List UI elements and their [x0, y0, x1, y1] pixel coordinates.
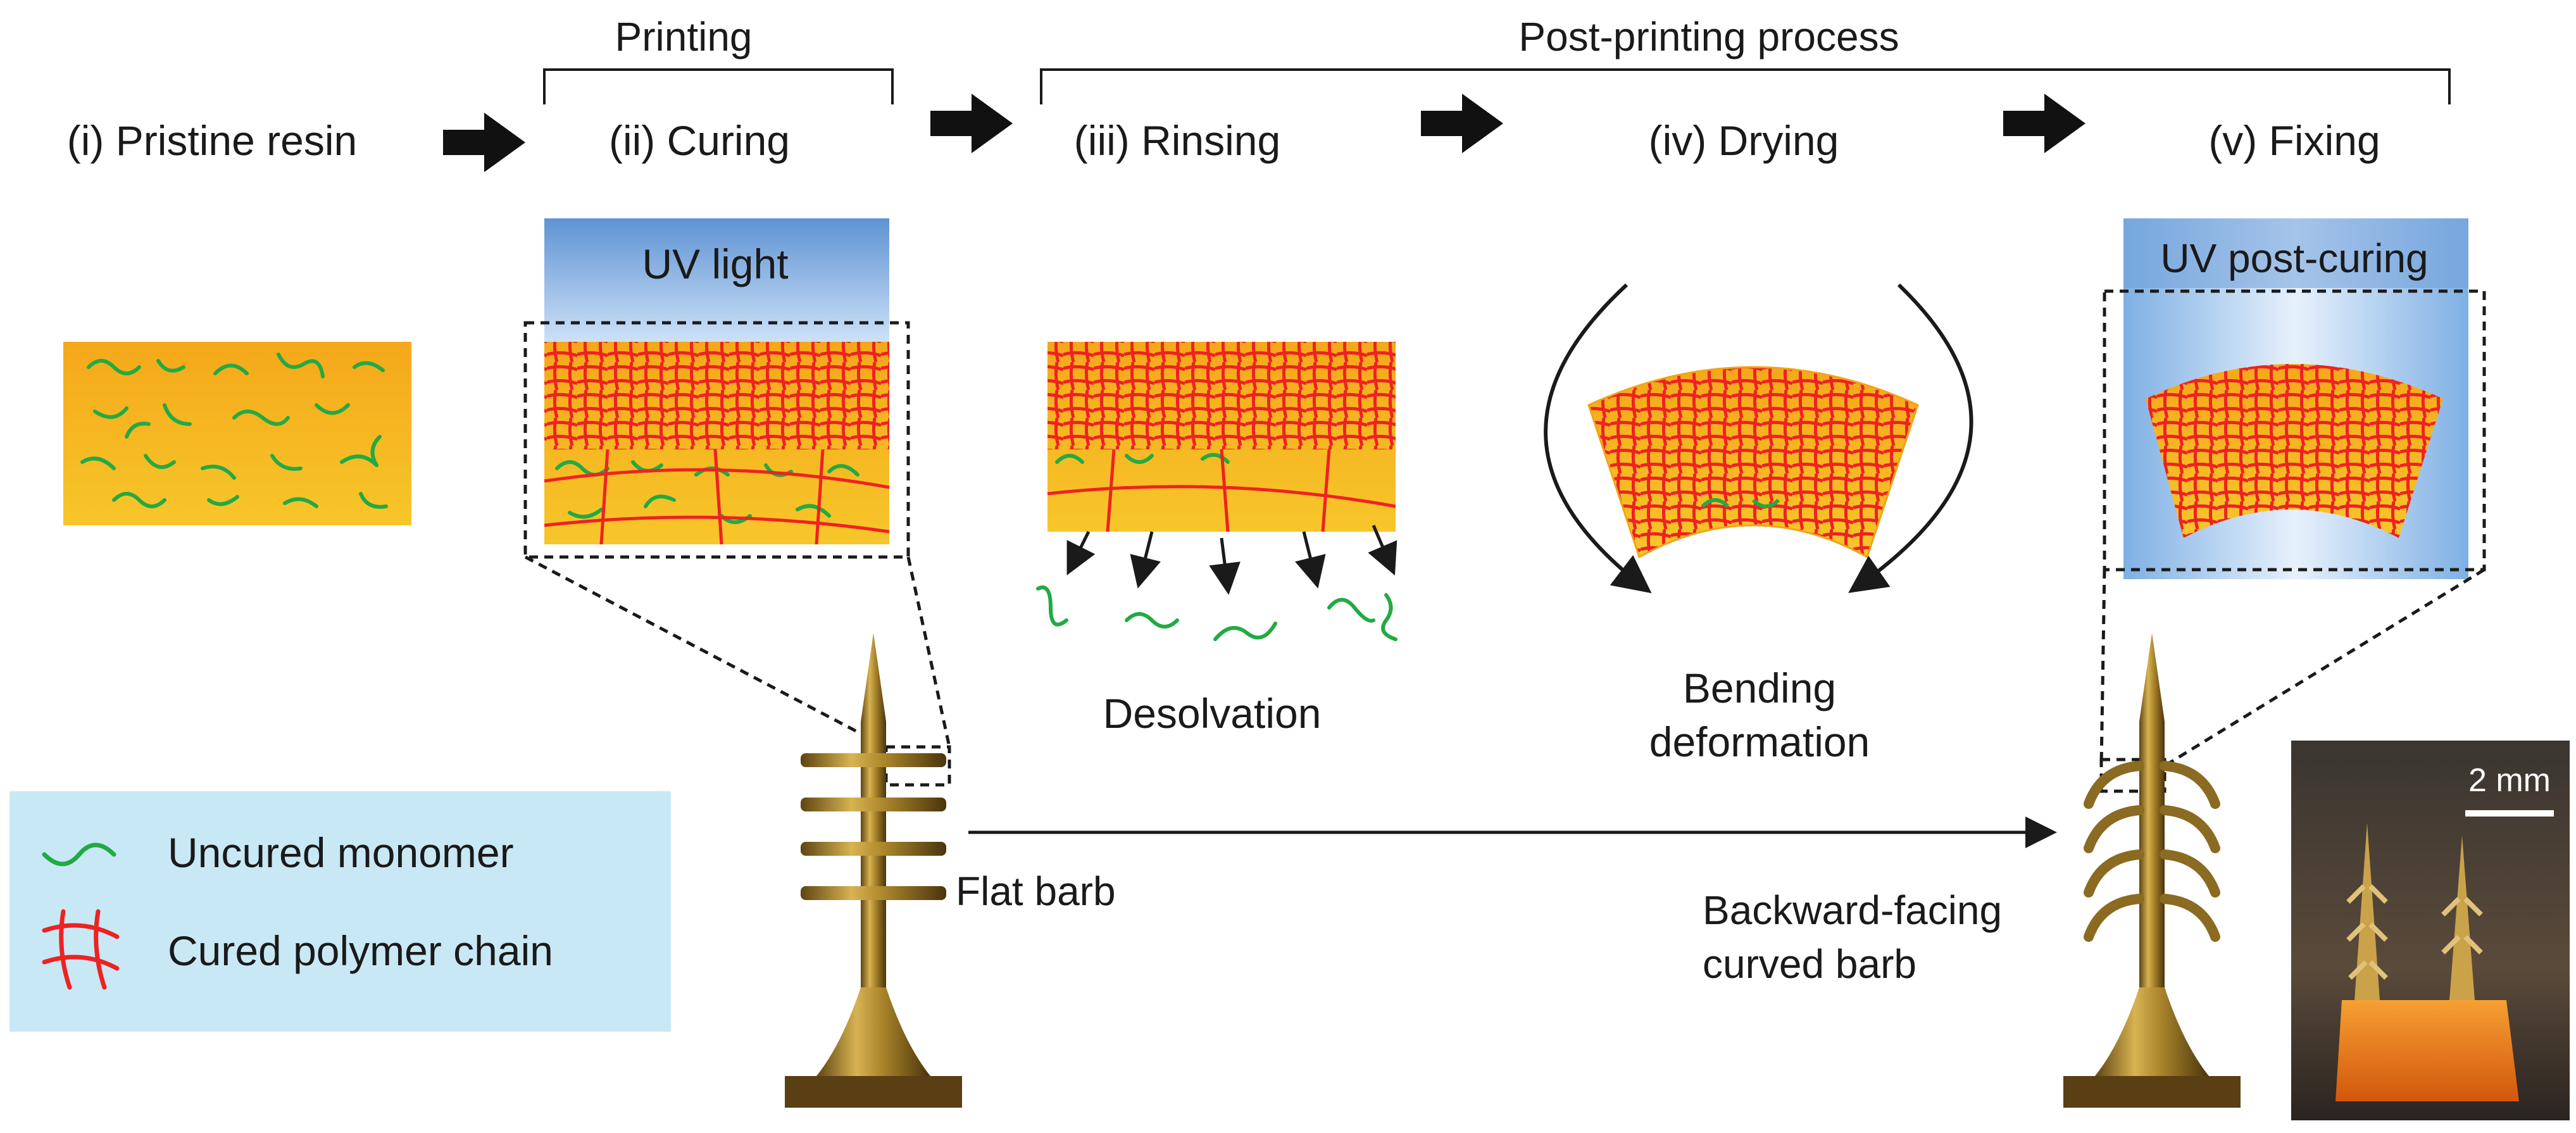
desolvation-label: Desolvation [1103, 690, 1322, 737]
legend-uncured-label: Uncured monomer [168, 829, 514, 876]
step-drying: (iv) Drying [1649, 117, 1839, 164]
step-arrow-3 [1421, 94, 1503, 153]
desolvation-arrows [1066, 525, 1397, 595]
rinsing-block [1047, 342, 1396, 532]
backward-barb-label-2: curved barb [1703, 941, 1916, 987]
backward-barb-label-1: Backward-facing [1703, 887, 2002, 933]
uv-post-curing-label: UV post-curing [2160, 235, 2428, 281]
printing-bracket: Printing [543, 14, 894, 104]
photo-inset: 2 mm [2291, 741, 2570, 1120]
step-rinsing: (iii) Rinsing [1074, 117, 1280, 164]
step-arrow-4 [2003, 94, 2085, 153]
released-monomers [1036, 585, 1397, 641]
step-curing: (ii) Curing [609, 117, 790, 164]
step-arrow-1 [443, 113, 525, 172]
pristine-resin-block [63, 342, 411, 525]
post-printing-label: Post-printing process [1518, 14, 1899, 59]
step-fixing: (v) Fixing [2208, 117, 2380, 164]
scale-bar-label: 2 mm [2468, 762, 2551, 799]
legend: Uncured monomer Cured polymer chain [9, 791, 671, 1032]
bending-label-2: deformation [1649, 718, 1870, 765]
step-arrow-2 [930, 94, 1013, 153]
bending-label-1: Bending [1683, 665, 1836, 711]
legend-cured-label: Cured polymer chain [168, 927, 553, 974]
cured-polymer-swatch [42, 909, 120, 990]
curing-panel: UV light [523, 218, 910, 559]
flat-barb-label: Flat barb [956, 868, 1116, 914]
needle-flat-barb [785, 633, 962, 1108]
fixing-panel: UV post-curing [2103, 218, 2486, 579]
post-printing-bracket: Post-printing process [1040, 14, 2451, 104]
uv-light-label: UV light [642, 241, 788, 287]
bending-arrows [1544, 283, 1973, 594]
uncured-monomer-swatch [42, 842, 116, 867]
drying-bent-block [1587, 366, 1919, 559]
printing-label: Printing [615, 14, 753, 59]
needle-curved-barb [2063, 633, 2241, 1108]
step-pristine-resin: (i) Pristine resin [67, 117, 357, 164]
